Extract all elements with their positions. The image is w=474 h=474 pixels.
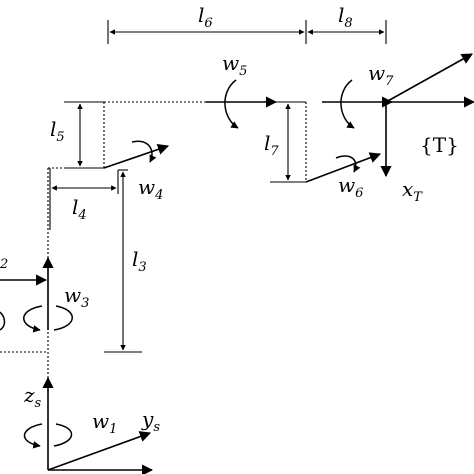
- dimension-l6: l6: [107, 3, 307, 44]
- w1-label: w1: [92, 409, 117, 437]
- dimension-l8: l8: [307, 3, 387, 44]
- w2-rotation-partial: [0, 311, 6, 331]
- w1-rotation-back: [53, 423, 73, 447]
- l2-partial-label: 2: [0, 257, 8, 272]
- l5-label: l5: [50, 117, 65, 145]
- dimension-l7: l7: [264, 101, 306, 183]
- w7-label: w7: [368, 61, 394, 89]
- w6-rotation-arrow: [335, 155, 361, 173]
- zs-label: zs: [23, 383, 42, 411]
- w1-rotation-arrow: [23, 423, 43, 449]
- dimension-l4: l4: [49, 168, 119, 230]
- tool-frame-label: {T}: [420, 133, 459, 157]
- base-frame: zs ys w1: [23, 376, 160, 474]
- w4-rotation-arrow: [131, 140, 157, 163]
- dimension-l3: l3: [104, 169, 147, 353]
- l4-label: l4: [72, 195, 87, 223]
- w3-label: w3: [64, 283, 89, 311]
- xT-label: xT: [402, 177, 423, 205]
- w4-label: w4: [138, 175, 163, 203]
- dimension-l5: l5: [50, 101, 104, 169]
- joint-w3: w3 2: [0, 256, 89, 353]
- w6-label: w6: [338, 173, 363, 201]
- w4-axis: [103, 143, 170, 169]
- w5-label: w5: [222, 51, 247, 79]
- l7-label: l7: [264, 131, 279, 159]
- base-diagonal-axis: [47, 431, 152, 471]
- joint-w5: w5: [206, 51, 278, 129]
- tool-frame: {T} xT: [380, 53, 474, 205]
- l3-label: l3: [132, 247, 147, 275]
- w3-rotation-arrow: [23, 305, 43, 333]
- l6-label: l6: [198, 3, 213, 31]
- w5-rotation-arrow: [224, 79, 239, 129]
- ys-label: ys: [141, 407, 160, 435]
- l8-label: l8: [338, 3, 353, 31]
- w3-rotation-back: [53, 305, 73, 331]
- joint-w6: w6: [305, 152, 382, 201]
- w6-axis: [305, 152, 382, 183]
- joint-w4: w4: [103, 140, 170, 203]
- tool-diagonal-axis: [385, 53, 473, 103]
- joint-w7: w7: [322, 61, 394, 129]
- w7-rotation-arrow: [340, 79, 355, 129]
